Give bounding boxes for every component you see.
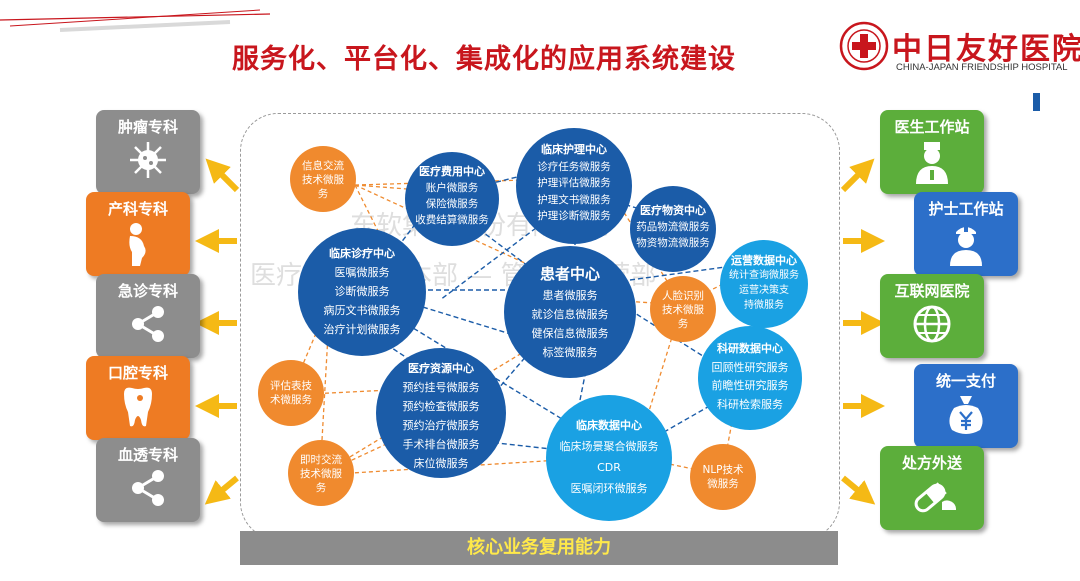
header-decoration bbox=[0, 9, 271, 32]
globe-icon bbox=[913, 305, 951, 343]
core-capability-bar: 核心业务复用能力 bbox=[240, 531, 838, 565]
doctor-icon bbox=[916, 142, 948, 184]
pill-icon bbox=[914, 482, 956, 513]
card-internet-hospital[interactable]: 互联网医院 bbox=[880, 274, 984, 358]
hospital-logo-text: 中日友好医院 bbox=[892, 32, 1080, 67]
center-medical-fee: 医疗费用中心 账户微服务 保险微服务 收费结算微服务 bbox=[405, 152, 499, 246]
nurse-icon bbox=[950, 226, 982, 266]
card-dental[interactable]: 口腔专科 bbox=[86, 356, 190, 440]
page-title: 服务化、平台化、集成化的应用系统建设 bbox=[232, 44, 736, 75]
virus-icon bbox=[130, 142, 166, 178]
pregnant-icon bbox=[129, 223, 146, 266]
service-face-recognition: 人脸识别 技术微服 务 bbox=[650, 276, 716, 342]
hospital-logo-english: CHINA-JAPAN FRIENDSHIP HOSPITAL bbox=[896, 62, 1068, 73]
card-nurse-workstation[interactable]: 护士工作站 bbox=[914, 192, 1018, 276]
card-unified-payment[interactable]: 统一支付 bbox=[914, 364, 1018, 448]
corner-marker bbox=[1033, 93, 1040, 111]
center-research-data: 科研数据中心 回顾性研究服务 前瞻性研究服务 科研检索服务 bbox=[698, 326, 802, 430]
share-icon bbox=[132, 470, 164, 506]
service-nlp: NLP技术 微服务 bbox=[690, 444, 756, 510]
center-patient: 患者中心 患者微服务 就诊信息微服务 健保信息微服务 标签微服务 bbox=[504, 246, 636, 378]
center-operations-data: 运营数据中心 统计查询微服务 运营决策支 持微服务 bbox=[720, 240, 808, 328]
tooth-icon bbox=[124, 387, 152, 427]
card-emergency[interactable]: 急诊专科 bbox=[96, 274, 200, 358]
card-oncology[interactable]: 肿瘤专科 bbox=[96, 110, 200, 194]
service-info-exchange: 信息交流 技术微服 务 bbox=[290, 146, 356, 212]
service-instant-message: 即时交流 技术微服 务 bbox=[288, 440, 354, 506]
card-obstetrics[interactable]: 产科专科 bbox=[86, 192, 190, 276]
card-doctor-workstation[interactable]: 医生工作站 bbox=[880, 110, 984, 194]
center-medical-material: 医疗物资中心 药品物流微服务 物资物流微服务 bbox=[630, 186, 716, 272]
card-dialysis[interactable]: 血透专科 bbox=[96, 438, 200, 522]
share-icon bbox=[132, 306, 164, 342]
center-clinical-data: 临床数据中心 临床场景聚合微服务 CDR 医嘱闭环微服务 bbox=[546, 395, 672, 521]
hospital-seal-icon bbox=[839, 21, 889, 71]
center-medical-resource: 医疗资源中心 预约挂号微服务 预约检查微服务 预约治疗微服务 手术排台微服务 床… bbox=[376, 348, 506, 478]
service-evaluation-form: 评估表技 术微服务 bbox=[258, 360, 324, 426]
card-prescription-delivery[interactable]: 处方外送 bbox=[880, 446, 984, 530]
yen-icon bbox=[949, 396, 983, 434]
center-clinical-diagnosis: 临床诊疗中心 医嘱微服务 诊断微服务 病历文书微服务 治疗计划微服务 bbox=[298, 228, 426, 356]
center-clinical-nursing: 临床护理中心 诊疗任务微服务 护理评估微服务 护理文书微服务 护理诊断微服务 bbox=[516, 128, 632, 244]
